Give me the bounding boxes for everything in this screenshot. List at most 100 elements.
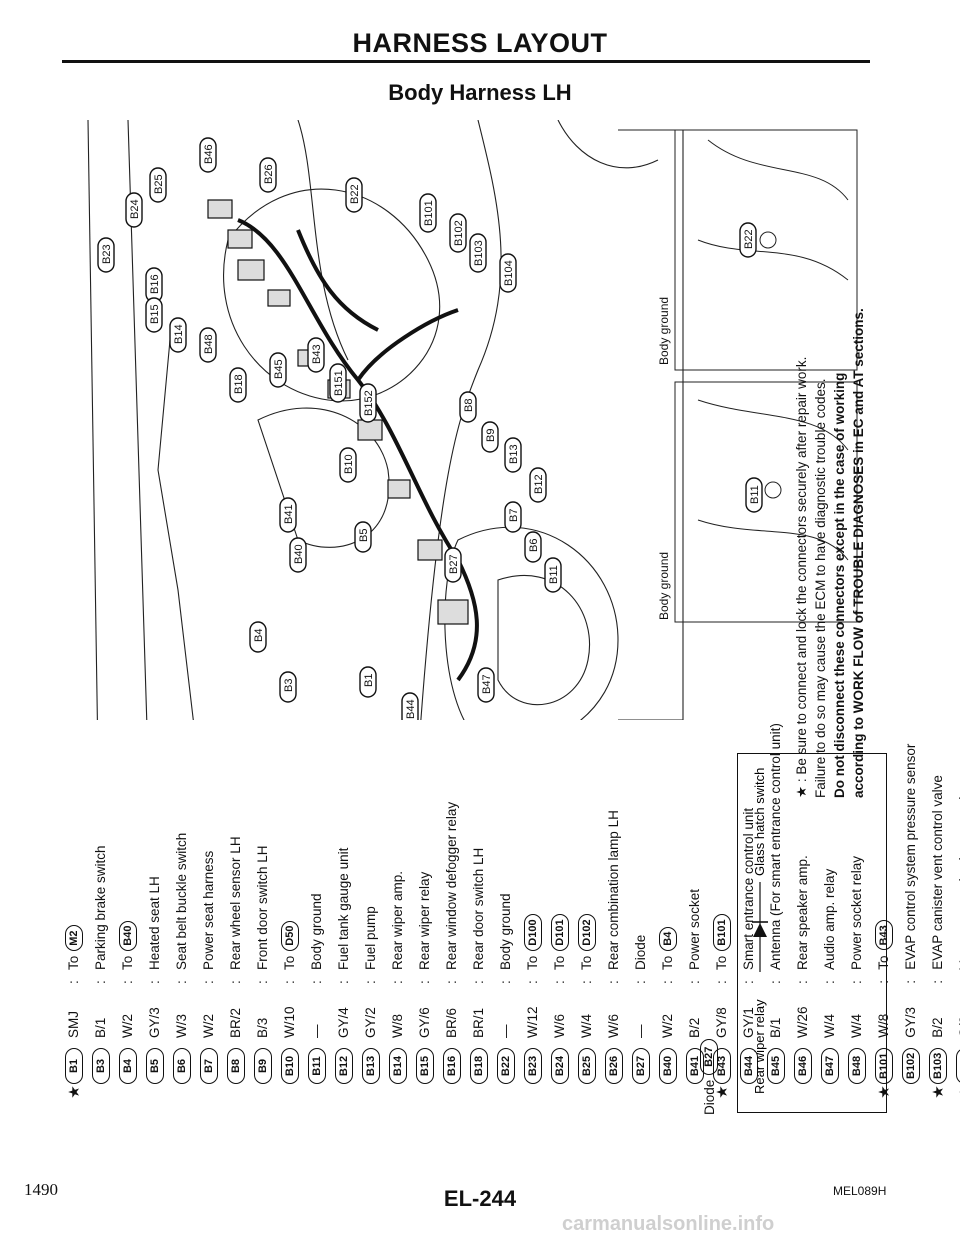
- connector-id: B1: [64, 1048, 83, 1084]
- connector-description: Seat belt buckle switch: [174, 833, 189, 970]
- separator: :: [120, 980, 135, 984]
- label-b27: B27: [448, 554, 460, 574]
- connector-description: Rear door switch LH: [471, 848, 486, 970]
- label-b41: B41: [283, 504, 295, 524]
- connector-id: B40: [658, 1048, 677, 1084]
- separator: :: [444, 980, 459, 984]
- star-marker-icon: ★: [929, 1085, 947, 1099]
- label-b44: B44: [405, 699, 417, 719]
- connector-description-text: Fuel pump: [363, 906, 378, 970]
- label-b22: B22: [349, 184, 361, 204]
- separator: :: [201, 980, 216, 984]
- separator: :: [174, 980, 189, 984]
- connector-id: B27: [631, 1048, 650, 1084]
- connector-description: Rear wiper amp.: [390, 871, 405, 970]
- label-b43: B43: [311, 344, 323, 364]
- connector-color: BR/2: [228, 1007, 243, 1038]
- page-subtitle: Body Harness LH: [388, 80, 572, 105]
- connector-id: B18: [469, 1048, 488, 1084]
- connector-description-text: To: [525, 955, 540, 970]
- label-b40: B40: [293, 544, 305, 564]
- connector-description-text: EVAP canister vent control valve: [930, 775, 945, 970]
- connector-color: —: [633, 1024, 648, 1039]
- caution-notes: ★ : Be sure to connect and lock the conn…: [792, 278, 868, 798]
- title-rule: [62, 60, 870, 63]
- separator: :: [282, 980, 297, 984]
- notes-line-4: according to WORK FLOW of TROUBLE DIAGNO…: [851, 308, 866, 798]
- separator: :: [606, 980, 621, 984]
- connector-color: GY/3: [903, 1006, 918, 1038]
- connector-description-text: To: [660, 955, 675, 970]
- body-ground-label-2: Body ground: [657, 552, 671, 620]
- connector-ref: B40: [118, 920, 137, 951]
- connector-id: B12: [334, 1048, 353, 1084]
- label-b101: B101: [423, 200, 435, 226]
- connector-ref: M2: [64, 925, 83, 951]
- connector-id: B104: [955, 1047, 960, 1084]
- label-b45: B45: [273, 359, 285, 379]
- page-number-center: EL-244: [443, 1186, 517, 1211]
- diode-ref-pill: B27: [700, 1038, 718, 1075]
- connector-id: B8: [226, 1048, 245, 1084]
- connector-description: Parking brake switch: [93, 845, 108, 970]
- connector-description-text: To: [579, 955, 594, 970]
- connector-description-text: Seat belt buckle switch: [174, 832, 189, 970]
- separator: :: [552, 980, 567, 984]
- label-b3: B3: [283, 679, 295, 692]
- connector-description-text: Fuel tank gauge unit: [336, 847, 351, 970]
- connector-id: B9: [253, 1048, 272, 1084]
- label-b46: B46: [203, 144, 215, 164]
- connector-description: Body ground: [498, 893, 513, 970]
- connector-description-text: Body ground: [498, 893, 513, 970]
- connector-description: To D100: [523, 914, 542, 970]
- connector-description: Power seat harness: [201, 851, 216, 970]
- connector-id: B25: [577, 1048, 596, 1084]
- separator: :: [525, 980, 540, 984]
- connector-description-text: To: [714, 955, 729, 970]
- diode-label-text: Diode: [701, 1079, 717, 1115]
- separator: :: [363, 980, 378, 984]
- label-b4: B4: [253, 629, 265, 642]
- connector-ref: D100: [523, 914, 542, 951]
- harness-diagram: B46 B26 B25 B24 B22 B23 B16 B15 B14 B48 …: [87, 120, 858, 720]
- separator: :: [147, 980, 162, 984]
- separator: :: [417, 980, 432, 984]
- connector-color: W/6: [606, 1013, 621, 1038]
- label-b12: B12: [533, 474, 545, 494]
- connector-id: B26: [604, 1048, 623, 1084]
- page-number-left: 1490: [24, 1180, 58, 1199]
- connector-description-text: To: [552, 955, 567, 970]
- label-b18: B18: [233, 374, 245, 394]
- diode-schematic-box: Rear wiper relay Glass hatch switch: [737, 753, 887, 1113]
- separator: :: [255, 980, 270, 984]
- separator: :: [660, 980, 675, 984]
- body-ground-label-1: Body ground: [657, 297, 671, 365]
- label-b16: B16: [149, 274, 161, 294]
- connector-description: Rear window defogger relay: [444, 802, 459, 970]
- connector-ref: B101: [712, 914, 731, 951]
- connector-description-text: Rear wiper amp.: [390, 870, 405, 970]
- separator: :: [309, 980, 324, 984]
- connector-color: W/8: [390, 1013, 405, 1038]
- connector-row: B11—:Body ground: [303, 640, 330, 1100]
- connector-color: W/10: [282, 1006, 297, 1038]
- connector-description-text: Rear wiper relay: [417, 871, 432, 970]
- connector-description-text: EVAP control system pressure sensor: [903, 743, 918, 970]
- notes-star-icon: ★: [794, 785, 809, 798]
- connector-description-text: Diode: [633, 934, 648, 970]
- connector-color: W/12: [525, 1006, 540, 1038]
- figure-code: MEL089H: [833, 1184, 887, 1198]
